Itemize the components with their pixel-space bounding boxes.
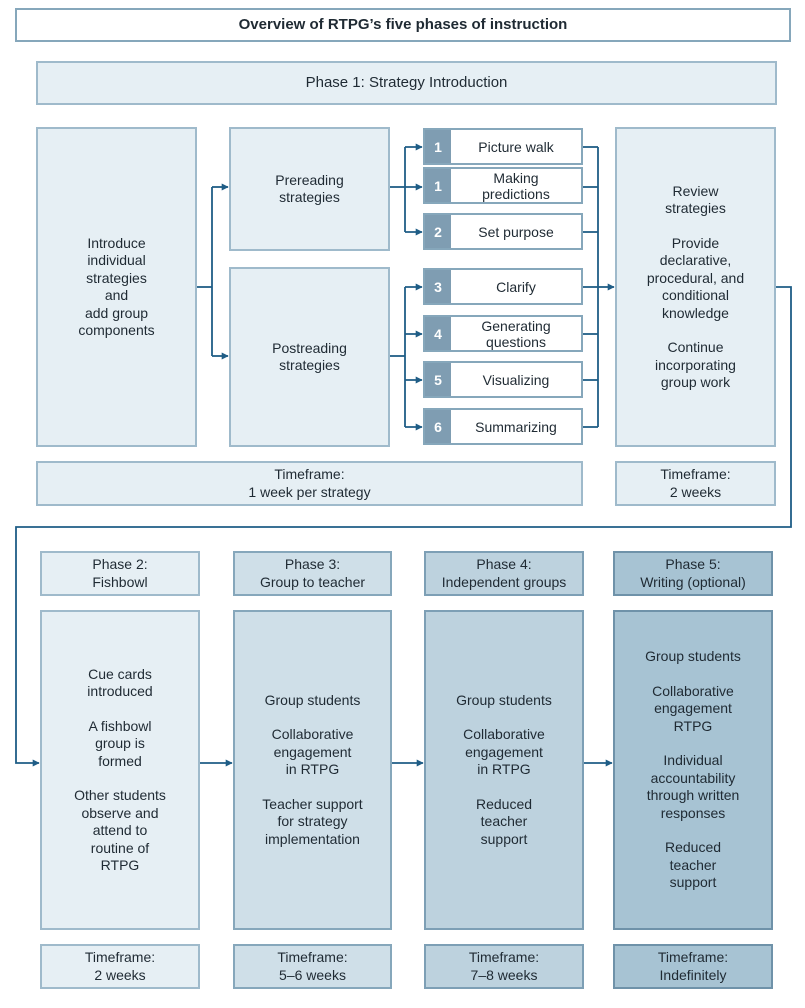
- strategy-number: 3: [425, 270, 451, 303]
- review-box: Review strategies Provide declarative, p…: [615, 127, 776, 447]
- strategy-number: 1: [425, 169, 451, 202]
- strategy-item-generating-questions: 4 Generating questions: [423, 315, 583, 352]
- strategy-item-clarify: 3 Clarify: [423, 268, 583, 305]
- phase1-header: Phase 1: Strategy Introduction: [36, 61, 777, 105]
- strategy-label: Visualizing: [482, 371, 550, 388]
- phase4-body: Group students Collaborative engagement …: [424, 610, 584, 930]
- strategy-number: 1: [425, 130, 451, 163]
- strategy-label: Picture walk: [478, 138, 554, 155]
- intro-text: Introduce individual strategies and add …: [78, 234, 155, 339]
- strategy-number: 2: [425, 215, 451, 248]
- phase5-timeframe: Timeframe: Indefinitely: [613, 944, 773, 989]
- phase5-body: Group students Collaborative engagement …: [613, 610, 773, 930]
- strategy-label: Clarify: [496, 278, 536, 295]
- strategy-item-picture-walk: 1 Picture walk: [423, 128, 583, 165]
- phase4-timeframe: Timeframe: 7–8 weeks: [424, 944, 584, 989]
- phase2-body: Cue cards introduced A fishbowl group is…: [40, 610, 200, 930]
- strategy-label: Summarizing: [475, 418, 557, 435]
- strategy-number: 4: [425, 317, 451, 350]
- diagram-title: Overview of RTPG’s five phases of instru…: [15, 8, 791, 42]
- timeframe-review: Timeframe: 2 weeks: [615, 461, 776, 506]
- strategy-item-set-purpose: 2 Set purpose: [423, 213, 583, 250]
- strategy-item-visualizing: 5 Visualizing: [423, 361, 583, 398]
- strategy-number: 6: [425, 410, 451, 443]
- strategy-label: Set purpose: [478, 223, 554, 240]
- phase2-timeframe: Timeframe: 2 weeks: [40, 944, 200, 989]
- review-text: Review strategies Provide declarative, p…: [646, 182, 745, 391]
- strategy-number: 5: [425, 363, 451, 396]
- postreading-box: Postreading strategies: [229, 267, 390, 447]
- prereading-box: Prereading strategies: [229, 127, 390, 251]
- phase3-body: Group students Collaborative engagement …: [233, 610, 392, 930]
- intro-box: Introduce individual strategies and add …: [36, 127, 197, 447]
- phase2-header: Phase 2: Fishbowl: [40, 551, 200, 596]
- strategy-label: Generating questions: [481, 317, 551, 350]
- phase4-header: Phase 4: Independent groups: [424, 551, 584, 596]
- strategy-item-summarizing: 6 Summarizing: [423, 408, 583, 445]
- strategy-item-making-predictions: 1 Making predictions: [423, 167, 583, 204]
- phase3-timeframe: Timeframe: 5–6 weeks: [233, 944, 392, 989]
- phase5-header: Phase 5: Writing (optional): [613, 551, 773, 596]
- strategy-label: Making predictions: [482, 169, 550, 202]
- timeframe-strategies: Timeframe: 1 week per strategy: [36, 461, 583, 506]
- phase3-header: Phase 3: Group to teacher: [233, 551, 392, 596]
